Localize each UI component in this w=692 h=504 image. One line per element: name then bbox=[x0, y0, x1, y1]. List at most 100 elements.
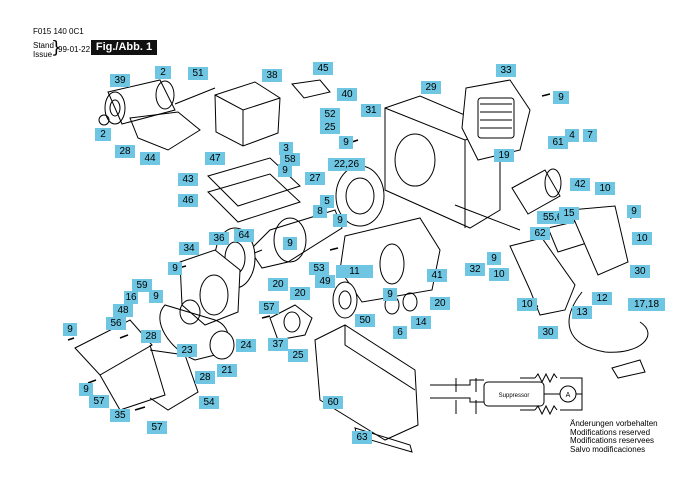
part-number-label: 10 bbox=[489, 268, 509, 281]
part-number-label: 9 bbox=[487, 252, 501, 265]
part-number-label: 52 bbox=[320, 108, 340, 121]
part-number-label: 24 bbox=[236, 339, 256, 352]
part-number-label: 23 bbox=[177, 344, 197, 357]
part-number-label: 12 bbox=[592, 292, 612, 305]
part-number-label: 39 bbox=[110, 74, 130, 87]
part-number-label: 9 bbox=[339, 136, 353, 149]
part-number-label: 9 bbox=[79, 383, 93, 396]
meter-label: A bbox=[566, 392, 571, 399]
part-number-label: 50 bbox=[355, 314, 375, 327]
part-number-label: 2 bbox=[155, 66, 171, 79]
part-number-label: 8 bbox=[313, 205, 327, 218]
dust-bag-part bbox=[314, 324, 419, 441]
part-number-label: 35 bbox=[110, 409, 130, 422]
figure-title: Fig./Abb. 1 bbox=[91, 40, 157, 55]
cover-plate-part bbox=[207, 173, 301, 223]
part-number-label: 9 bbox=[63, 323, 77, 336]
modification-notice: Änderungen vorbehalten Modifications res… bbox=[570, 419, 658, 454]
part-number-label: 9 bbox=[333, 214, 347, 227]
part-number-label: 5 bbox=[320, 195, 334, 208]
part-number-label: 19 bbox=[494, 149, 514, 162]
part-number-label: 10 bbox=[632, 232, 652, 245]
part-number-label: 20 bbox=[290, 287, 310, 300]
part-number-label: 15 bbox=[559, 207, 579, 220]
part-number-label: 30 bbox=[538, 326, 558, 339]
part-number-label: 32 bbox=[465, 263, 485, 276]
part-number-label: 59 bbox=[132, 279, 152, 292]
part-number-label: 36 bbox=[209, 232, 229, 245]
part-number-label: 40 bbox=[337, 88, 357, 101]
part-number-label: 9 bbox=[383, 288, 397, 301]
part-number-label: 38 bbox=[262, 69, 282, 82]
plug-part bbox=[611, 359, 646, 379]
switch-box-part bbox=[214, 81, 281, 147]
issue-label: Issue bbox=[33, 50, 53, 59]
part-number-label: 49 bbox=[315, 275, 335, 288]
part-number-label: 30 bbox=[630, 265, 650, 278]
cable-part bbox=[568, 291, 649, 353]
capacitor-part bbox=[511, 168, 562, 215]
part-number-label: 62 bbox=[530, 227, 550, 240]
part-number-label: 9 bbox=[627, 205, 641, 218]
part-number-label: 41 bbox=[427, 269, 447, 282]
part-number-label: 42 bbox=[570, 178, 590, 191]
part-number-label: 6 bbox=[393, 326, 407, 339]
belt-part bbox=[159, 299, 235, 361]
part-number-label: 10 bbox=[595, 182, 615, 195]
part-number-label: 27 bbox=[305, 172, 325, 185]
part-number-label: 51 bbox=[188, 67, 208, 80]
part-number-label: 25 bbox=[288, 349, 308, 362]
part-number-label: 28 bbox=[195, 371, 215, 384]
part-number-label: 29 bbox=[421, 81, 441, 94]
part-number-label: 28 bbox=[141, 330, 161, 343]
part-number-label: 57 bbox=[147, 421, 167, 434]
part-number-label: 46 bbox=[178, 194, 198, 207]
part-number-label: 20 bbox=[268, 278, 288, 291]
part-number-label: 28 bbox=[115, 145, 135, 158]
part-number-label: 63 bbox=[352, 431, 372, 444]
suppressor-label: Suppressor bbox=[499, 393, 530, 399]
part-number-label: 61 bbox=[548, 136, 568, 149]
part-number-label: 13 bbox=[572, 306, 592, 319]
bearing-part bbox=[402, 292, 418, 312]
part-number-label: 47 bbox=[205, 152, 225, 165]
bracket-part bbox=[129, 111, 201, 151]
part-number-label: 57 bbox=[89, 395, 109, 408]
part-number-label: 9 bbox=[553, 91, 569, 104]
brace-glyph: } bbox=[51, 38, 62, 58]
part-number-label: 43 bbox=[178, 173, 198, 186]
clip-part bbox=[291, 79, 331, 99]
part-number-label: 20 bbox=[430, 297, 450, 310]
notice-line: Änderungen vorbehalten bbox=[570, 419, 658, 428]
part-number-label: 45 bbox=[313, 62, 333, 75]
stator-part bbox=[335, 165, 385, 227]
part-number-label: 14 bbox=[411, 316, 431, 329]
issue-date: 99-01-22 bbox=[58, 45, 91, 54]
part-number-label: 64 bbox=[234, 229, 254, 242]
part-number-label: 53 bbox=[309, 262, 329, 275]
part-number-label: 22,26 bbox=[328, 158, 365, 171]
notice-line: Modifications reservees bbox=[570, 436, 655, 446]
stand-label: Stand bbox=[33, 41, 54, 50]
handle-part bbox=[509, 205, 629, 316]
part-number-label: 9 bbox=[168, 262, 182, 275]
part-number-label: 7 bbox=[583, 129, 597, 142]
part-number-label: 54 bbox=[199, 396, 219, 409]
part-number-label: 16 bbox=[124, 291, 138, 304]
part-number-label: 9 bbox=[283, 237, 297, 250]
document-code: F015 140 0C1 bbox=[33, 27, 84, 36]
notice-line: Modifications reserved bbox=[570, 427, 651, 437]
part-number-label: 17,18 bbox=[628, 298, 665, 311]
end-cap-part bbox=[98, 79, 176, 126]
part-number-label: 3 bbox=[279, 142, 293, 155]
notice-line: Salvo modificaciones bbox=[570, 444, 646, 454]
gear-part bbox=[332, 281, 358, 319]
part-number-label: 10 bbox=[517, 298, 537, 311]
part-number-label: 58 bbox=[280, 153, 300, 166]
stand-issue-label: Stand Issue bbox=[33, 41, 54, 59]
part-number-label: 21 bbox=[217, 364, 237, 377]
part-number-label: 31 bbox=[361, 104, 381, 117]
part-number-label: 57 bbox=[259, 301, 279, 314]
part-number-label: 60 bbox=[323, 396, 343, 409]
